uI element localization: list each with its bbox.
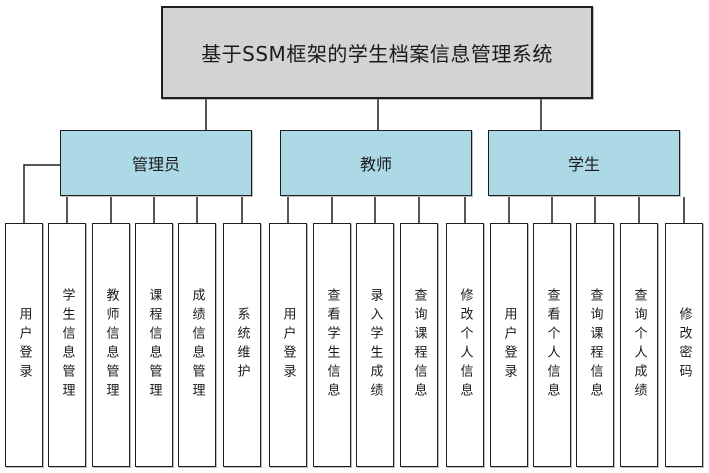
leaf-student-info-mgmt: 学生信息管理 — [48, 223, 86, 467]
leaf-label: 系统维护 — [234, 307, 250, 383]
leaf-user-login-admin: 用户登录 — [5, 223, 43, 467]
leaf-label: 用户登录 — [501, 307, 517, 383]
group-label: 学生 — [567, 155, 600, 174]
group-label: 教师 — [359, 155, 392, 174]
leaf-user-login-student: 用户登录 — [490, 223, 528, 467]
leaf-query-personal-grades: 查询个人成绩 — [620, 223, 658, 467]
leaf-label: 查询课程信息 — [411, 288, 427, 402]
leaf-view-personal-info: 查看个人信息 — [533, 223, 571, 467]
group-node-teacher: 教师 — [280, 130, 472, 196]
leaf-change-password: 修改密码 — [665, 223, 703, 467]
leaf-query-course-info-student: 查询课程信息 — [576, 223, 614, 467]
leaf-system-maintenance: 系统维护 — [223, 223, 261, 467]
leaf-user-login-teacher: 用户登录 — [269, 223, 307, 467]
group-label: 管理员 — [131, 155, 180, 174]
leaf-edit-personal-info: 修改个人信息 — [446, 223, 484, 467]
leaf-label: 用户登录 — [16, 307, 32, 383]
connector-path — [23, 99, 685, 224]
leaf-label: 修改个人信息 — [457, 288, 473, 402]
group-node-admin: 管理员 — [60, 130, 252, 196]
leaf-label: 查询课程信息 — [587, 288, 603, 402]
leaf-label: 查看学生信息 — [324, 288, 340, 402]
leaf-label: 查看个人信息 — [544, 288, 560, 402]
leaf-label: 教师信息管理 — [103, 288, 119, 402]
leaf-grade-info-mgmt: 成绩信息管理 — [178, 223, 216, 467]
leaf-label: 学生信息管理 — [59, 288, 75, 402]
root-title: 基于SSM框架的学生档案信息管理系统 — [201, 42, 553, 66]
leaf-label: 用户登录 — [280, 307, 296, 383]
leaf-label: 录入学生成绩 — [367, 288, 383, 402]
group-node-student: 学生 — [488, 130, 680, 196]
leaf-enter-student-grades: 录入学生成绩 — [356, 223, 394, 467]
leaf-label: 成绩信息管理 — [189, 288, 205, 402]
leaf-label: 查询个人成绩 — [631, 288, 647, 402]
leaf-label: 修改密码 — [676, 307, 692, 383]
leaf-teacher-info-mgmt: 教师信息管理 — [92, 223, 130, 467]
leaf-view-student-info: 查看学生信息 — [313, 223, 351, 467]
leaf-query-course-info-teacher: 查询课程信息 — [400, 223, 438, 467]
leaf-label: 课程信息管理 — [146, 288, 162, 402]
leaf-course-info-mgmt: 课程信息管理 — [135, 223, 173, 467]
root-node: 基于SSM框架的学生档案信息管理系统 — [161, 6, 593, 99]
